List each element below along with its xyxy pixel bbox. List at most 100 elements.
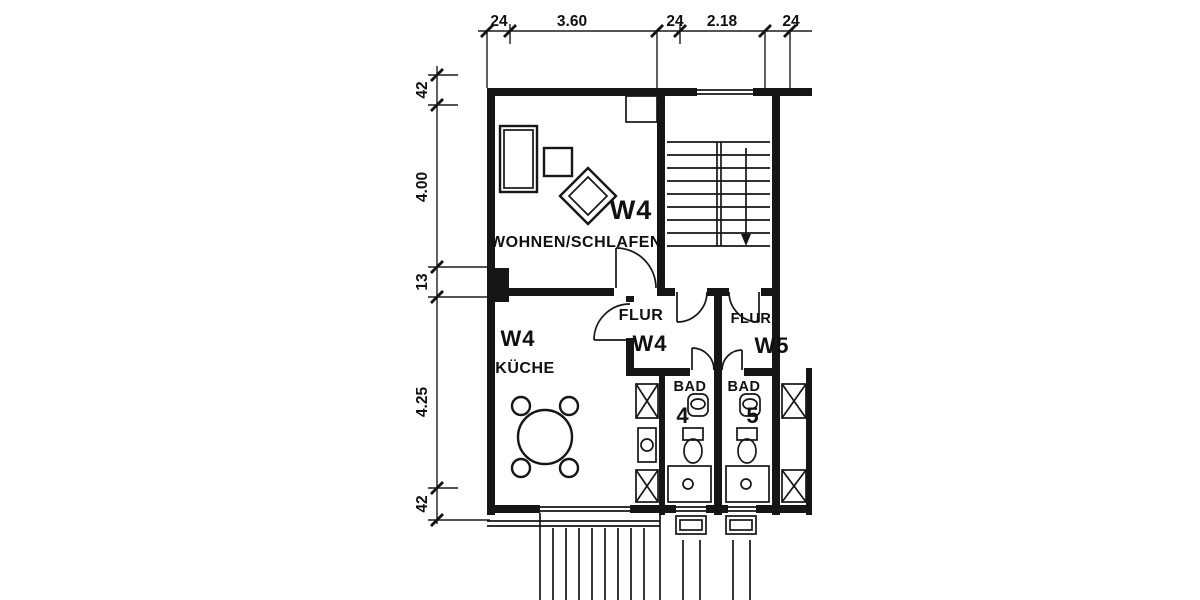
label-kueche: KÜCHE xyxy=(495,358,554,377)
shaft-box xyxy=(635,383,659,419)
bed xyxy=(498,124,539,194)
kueche-furniture xyxy=(510,395,580,479)
wall-stairwell-bottom-b xyxy=(707,288,729,296)
door-arc-flur-w5 xyxy=(728,291,760,323)
label-bad5-no: 5 xyxy=(746,403,759,428)
label-flur4-unit: W4 xyxy=(633,331,668,356)
wall-right-stub xyxy=(806,368,812,515)
chair xyxy=(510,457,532,479)
wall-right-stairwell xyxy=(772,88,780,515)
washbasin xyxy=(687,393,709,417)
wall-party-w4-w5 xyxy=(714,296,722,515)
sink xyxy=(640,438,654,452)
chair xyxy=(558,395,580,417)
table-diamond xyxy=(558,166,618,226)
shaft-box xyxy=(781,383,807,419)
toilet-bowl xyxy=(737,438,757,464)
door-arc-kueche xyxy=(593,303,631,341)
dim-label-top-1: 24 xyxy=(490,13,508,30)
dim-label-left-3: 13 xyxy=(414,273,431,291)
wall-pier-left xyxy=(487,268,509,302)
dim-label-left-1: 42 xyxy=(414,81,431,98)
shaft-x xyxy=(781,469,807,503)
drain xyxy=(740,478,752,490)
shaft-x xyxy=(781,383,807,419)
wall-bottom-c xyxy=(706,505,728,513)
label-flur5-unit: W5 xyxy=(755,333,790,358)
side-table xyxy=(542,146,574,178)
dim-label-left-4: 4.25 xyxy=(414,387,431,418)
walls xyxy=(487,88,812,515)
wall-w4-stairwell xyxy=(657,88,665,296)
label-bad5: BAD xyxy=(728,379,761,395)
wall-bottom-b xyxy=(630,505,676,513)
wall-top-right xyxy=(753,88,812,96)
toilet-bowl xyxy=(683,438,703,464)
dim-label-top-2: 3.60 xyxy=(557,13,587,30)
kitchen-unit xyxy=(637,427,657,463)
label-bad4-no: 4 xyxy=(676,403,689,428)
wall-flur-kueche-post xyxy=(626,296,634,302)
dimension-chain-left: 42 4.00 13 4.25 42 xyxy=(414,66,492,527)
chair xyxy=(558,457,580,479)
wall-bad4-top xyxy=(634,368,690,376)
wall-top-stairwell-left xyxy=(660,88,697,96)
bad4-fixtures xyxy=(667,393,712,503)
drain xyxy=(682,478,694,490)
wall-stairwell-bottom-a xyxy=(657,288,675,296)
shaft-x xyxy=(635,383,659,419)
washbasin-bowl xyxy=(742,398,758,410)
wall-stairwell-bottom-c xyxy=(761,288,780,296)
wall-niche xyxy=(625,95,658,123)
label-bad4: BAD xyxy=(674,379,707,395)
bathtub xyxy=(667,465,712,503)
bed-inner xyxy=(503,129,534,189)
room-labels: W4 WOHNEN/SCHLAFEN W4 KÜCHE FLUR W4 FLUR… xyxy=(490,195,790,428)
door-arc-wohnen xyxy=(615,247,657,289)
stair-arrow-icon xyxy=(741,234,751,246)
chair xyxy=(510,395,532,417)
wohnen-furniture xyxy=(498,95,658,226)
stairwell xyxy=(667,141,770,247)
washbasin-bowl xyxy=(690,398,706,410)
label-flur5: FLUR xyxy=(731,311,772,327)
balcony-and-sills xyxy=(487,513,757,600)
wall-bottom-d xyxy=(756,505,812,513)
label-wohnen: WOHNEN/SCHLAFEN xyxy=(490,234,662,251)
bad5-fixtures xyxy=(725,393,770,503)
shafts xyxy=(635,383,807,503)
wall-shaft-bad4 xyxy=(659,376,665,515)
dimension-chain-top: 24 3.60 24 2.18 24 xyxy=(478,13,812,88)
door-arc-bad5 xyxy=(721,349,743,371)
dim-label-top-4: 2.18 xyxy=(707,13,738,30)
window-sill xyxy=(675,515,707,535)
toilet-tank xyxy=(736,427,758,441)
shaft-x xyxy=(635,469,659,503)
dim-label-left-5: 42 xyxy=(414,495,431,512)
wall-wohnen-kueche xyxy=(495,288,614,296)
wall-flur-kueche xyxy=(626,338,634,376)
dim-label-top-3: 24 xyxy=(666,13,684,30)
door-arc-bad4 xyxy=(691,347,715,371)
shaft-box xyxy=(781,469,807,503)
windows xyxy=(540,89,756,512)
window-sill-inner xyxy=(729,519,753,531)
shaft-box xyxy=(635,469,659,503)
label-wohnen-unit: W4 xyxy=(610,195,653,225)
doors xyxy=(593,247,760,371)
label-flur4: FLUR xyxy=(619,307,664,324)
wall-bottom-a xyxy=(487,505,540,513)
window-sill-inner xyxy=(679,519,703,531)
bathtub xyxy=(725,465,770,503)
label-kueche-unit: W4 xyxy=(501,326,536,351)
table-diamond-inner xyxy=(567,175,609,217)
dim-label-top-5: 24 xyxy=(782,13,800,30)
toilet-tank xyxy=(682,427,704,441)
dining-table xyxy=(516,408,574,466)
door-arc-flur-w4 xyxy=(676,291,708,323)
window-sill xyxy=(725,515,757,535)
washbasin xyxy=(739,393,761,417)
dim-label-left-2: 4.00 xyxy=(414,172,431,202)
